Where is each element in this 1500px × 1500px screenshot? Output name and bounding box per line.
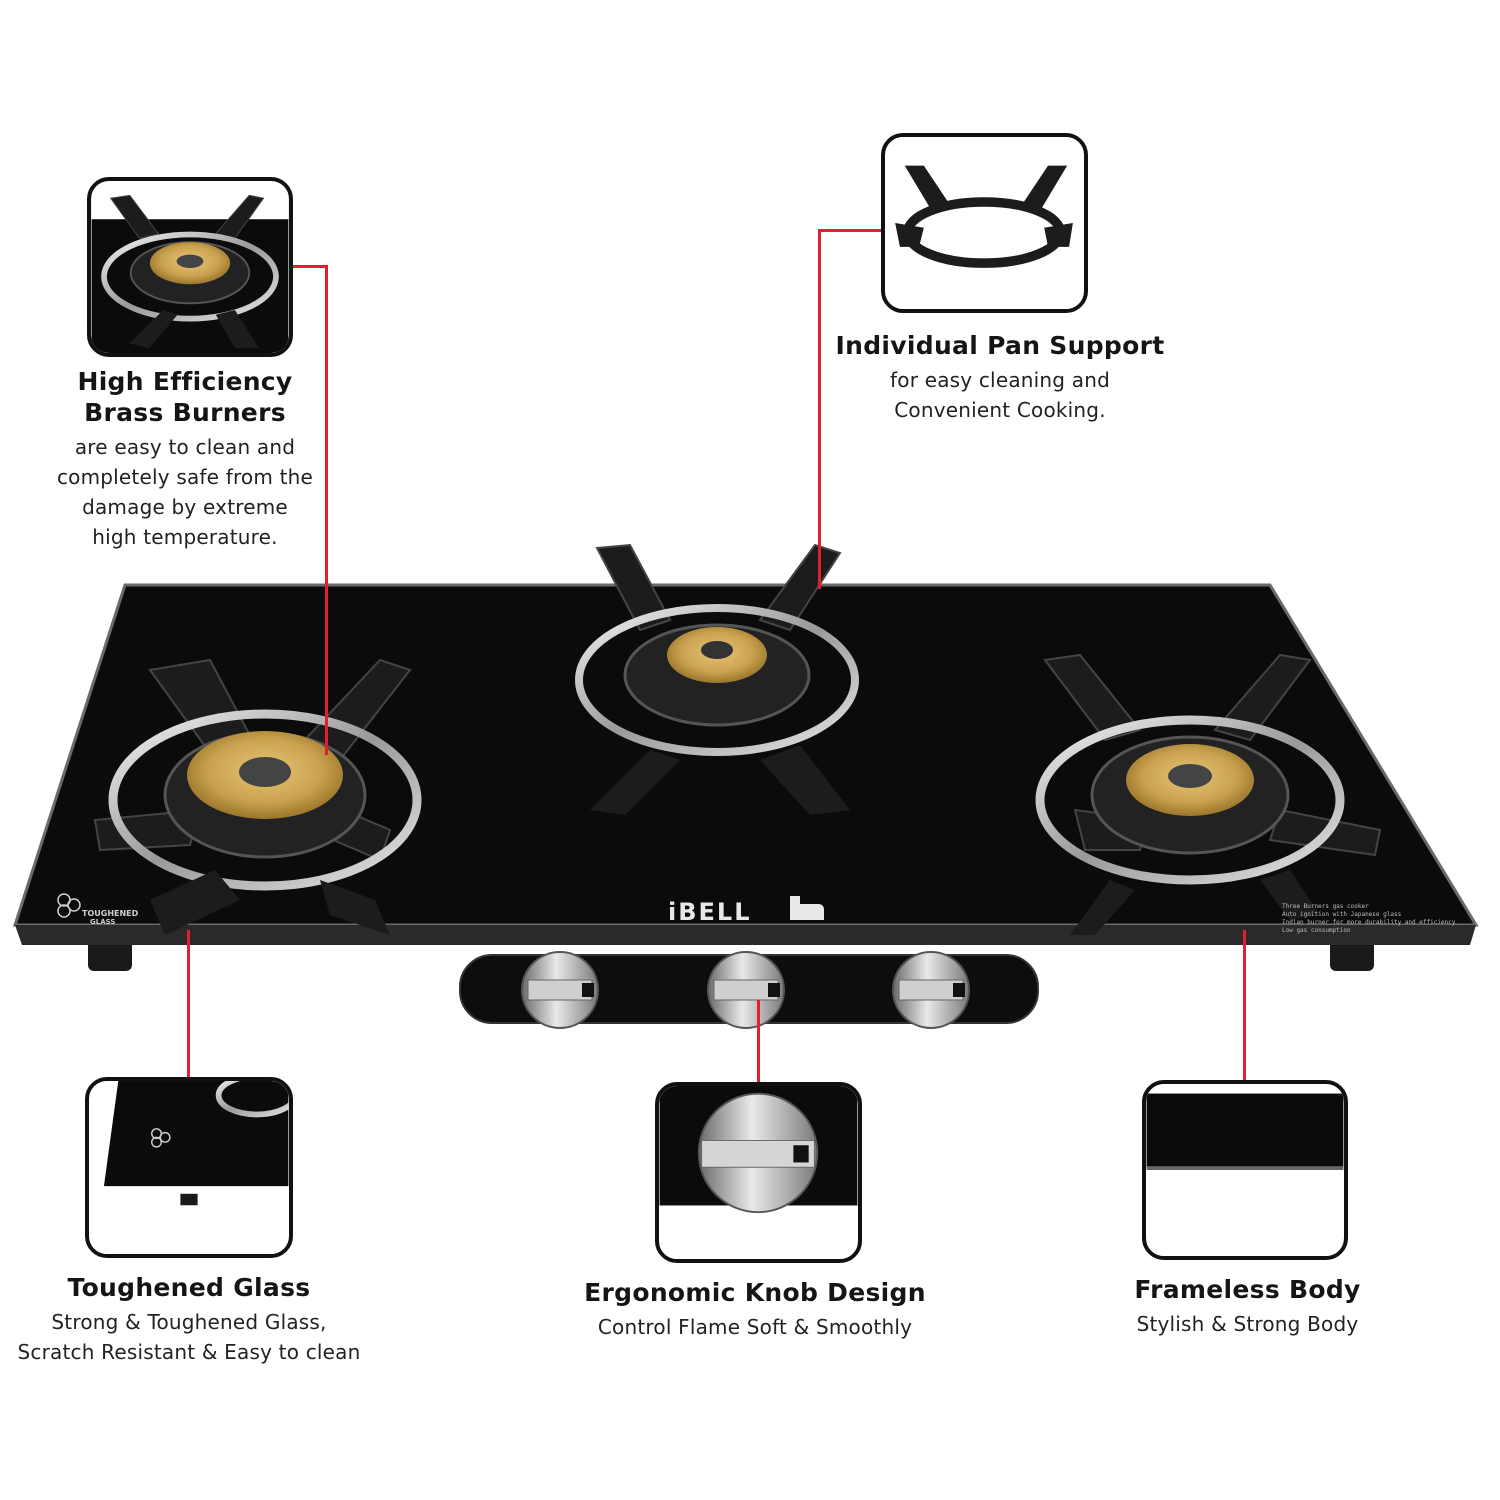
feature-frameless: Frameless Body Stylish & Strong Body <box>1080 1274 1415 1339</box>
leader-knob <box>757 1000 760 1082</box>
feature-burners-title-line: Brass Burners <box>84 398 286 427</box>
leader-frameless <box>1243 930 1246 1080</box>
feature-knob-title-line: Ergonomic Knob Design <box>584 1278 926 1307</box>
feature-burners-desc-line: damage by extreme <box>82 495 288 519</box>
feature-burners-desc-line: completely safe from the <box>56 465 314 489</box>
feature-frameless-desc-line: Stylish & Strong Body <box>1136 1312 1359 1336</box>
leader-burners-v <box>325 265 328 755</box>
feature-knob-desc: Control Flame Soft & Smoothly <box>565 1312 945 1342</box>
feature-glass-title: Toughened Glass <box>10 1272 368 1303</box>
burner-closeup-box <box>87 177 293 357</box>
burner-left <box>93 658 422 935</box>
feature-burners-desc-line: high temperature. <box>92 525 278 549</box>
feature-glass-title-line: Toughened Glass <box>67 1273 311 1302</box>
feature-burners-title: High Efficiency Brass Burners <box>30 366 340 428</box>
feature-knob-desc-line: Control Flame Soft & Smoothly <box>597 1315 913 1339</box>
pan-support-image <box>885 137 1084 309</box>
feature-pan-support-desc: for easy cleaning and Convenient Cooking… <box>810 365 1190 425</box>
feature-pan-support-title-line: Individual Pan Support <box>835 331 1165 360</box>
burner-center <box>575 543 859 815</box>
feature-burners-desc-line: are easy to clean and <box>74 435 296 459</box>
leader-glass <box>187 930 190 1078</box>
brand-mark-icon <box>790 896 824 920</box>
glass-badge-line2: GLASS <box>90 918 115 926</box>
feature-frameless-title-line: Frameless Body <box>1134 1275 1361 1304</box>
feature-frameless-desc: Stylish & Strong Body <box>1080 1309 1415 1339</box>
feature-frameless-title: Frameless Body <box>1080 1274 1415 1305</box>
spec-text-line: Indian burner for more durability and ef… <box>1282 919 1456 926</box>
feature-burners: High Efficiency Brass Burners are easy t… <box>30 366 340 552</box>
knob-closeup-box <box>655 1082 862 1263</box>
toughened-glass-logo <box>57 893 81 918</box>
burner-closeup-image <box>91 181 289 353</box>
feature-burners-title-line: High Efficiency <box>77 367 293 396</box>
knob-closeup-image <box>659 1086 858 1259</box>
feature-knob: Ergonomic Knob Design Control Flame Soft… <box>565 1277 945 1342</box>
feature-pan-support-desc-line: Convenient Cooking. <box>894 398 1106 422</box>
knob-right[interactable] <box>892 951 970 1029</box>
feature-pan-support-desc-line: for easy cleaning and <box>890 368 1110 392</box>
glass-closeup-image <box>89 1081 289 1254</box>
feature-pan-support-title: Individual Pan Support <box>810 330 1190 361</box>
burner-right <box>1035 653 1382 935</box>
spec-text-line: Low gas consumption <box>1282 927 1351 934</box>
spec-text-line: Three Burners gas cooker <box>1282 903 1369 910</box>
leader-pan-h <box>818 229 884 232</box>
feature-glass-desc-line: Scratch Resistant & Easy to clean <box>17 1340 361 1364</box>
pan-support-closeup-box <box>881 133 1088 313</box>
feature-burners-desc: are easy to clean and completely safe fr… <box>30 432 340 552</box>
feature-pan-support: Individual Pan Support for easy cleaning… <box>810 330 1190 425</box>
leader-burners-h <box>292 265 328 268</box>
leader-pan-v <box>818 229 821 589</box>
frameless-closeup-box <box>1142 1080 1348 1260</box>
brand-logo: iBELL <box>668 898 752 926</box>
feature-knob-title: Ergonomic Knob Design <box>565 1277 945 1308</box>
feature-glass-desc: Strong & Toughened Glass, Scratch Resist… <box>10 1307 368 1367</box>
knob-center[interactable] <box>707 951 785 1029</box>
feature-glass-desc-line: Strong & Toughened Glass, <box>51 1310 327 1334</box>
feature-glass: Toughened Glass Strong & Toughened Glass… <box>10 1272 368 1367</box>
spec-text-line: Auto ignition with Japanese glass <box>1282 911 1402 918</box>
knob-left[interactable] <box>521 951 599 1029</box>
glass-closeup-box <box>85 1077 293 1258</box>
frameless-closeup-image <box>1146 1084 1344 1256</box>
glass-badge-line1: TOUGHENED <box>82 909 139 918</box>
